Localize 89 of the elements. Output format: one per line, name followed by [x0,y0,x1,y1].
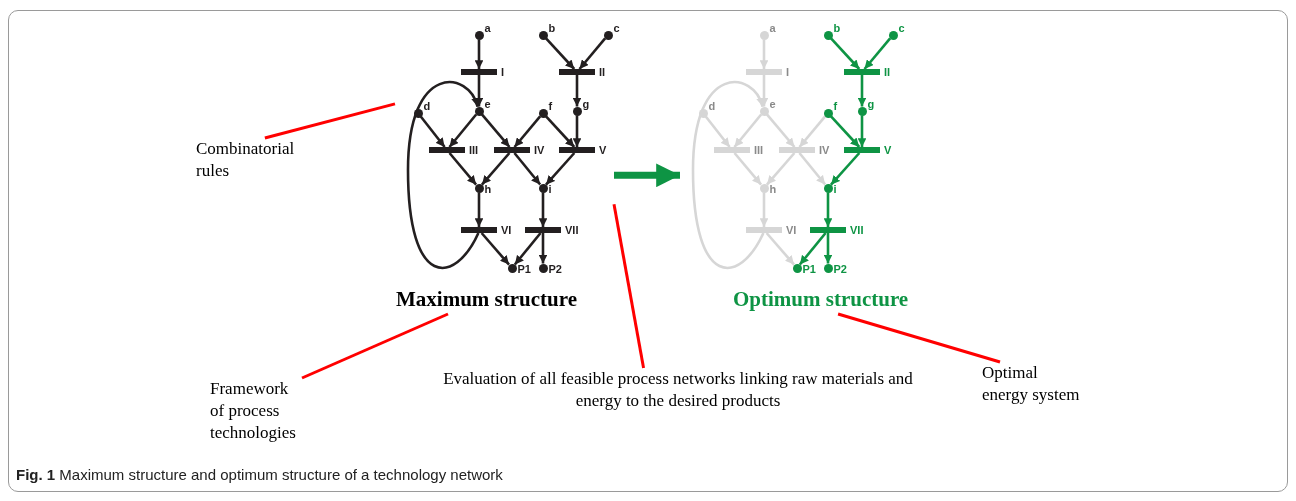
figure-caption: Fig. 1 Maximum structure and optimum structure of a technology network [16,466,503,484]
node-label: f [548,99,553,112]
node-label: VII [565,224,579,236]
arrow [480,152,511,186]
leader-line [301,312,449,380]
arrow [406,81,480,270]
node-label: V [599,144,607,156]
node-label: III [754,144,764,156]
node-label: h [484,182,492,195]
arrow [545,152,576,186]
node-label: P1 [802,262,816,275]
arrow [857,115,867,147]
node-label: a [769,21,776,34]
arrow [545,37,576,70]
leader-line [612,203,646,369]
arrow [691,81,765,270]
node-label: P1 [517,262,531,275]
arrow [798,115,827,148]
callout-text: Framework of process technologies [210,378,302,444]
arrow [448,152,478,186]
leader-line [264,102,396,140]
material-dot [538,183,548,193]
arrow [538,192,548,227]
arrow [798,232,827,266]
node-label: b [548,21,556,34]
arrow [578,37,607,70]
node-label: II [599,66,606,78]
node-label: I [786,66,790,78]
node-label: e [769,97,776,110]
node-label: g [867,97,875,110]
leader-line [837,312,1001,364]
node-label: i [548,182,552,195]
arrow [823,233,833,264]
arrow [513,152,542,186]
node-label: g [582,97,590,110]
node-label: c [898,21,905,34]
arrow [765,152,796,186]
node-label: IV [534,144,545,156]
arrow [823,192,833,227]
node-label: P2 [833,262,847,275]
node-label: IV [819,144,830,156]
structure-caption: Optimum structure [733,287,909,311]
material-dot [823,183,833,193]
node-label: V [884,144,892,156]
structure-caption: Maximum structure [396,287,577,311]
arrow [572,115,582,147]
node-label: P2 [548,262,562,275]
arrow [545,115,576,148]
arrow [765,232,796,266]
arrow [480,232,511,266]
node-label: I [501,66,505,78]
arrow [759,39,769,69]
arrow [830,152,861,186]
node-label: III [469,144,479,156]
node-label: c [613,21,620,34]
node-label: a [484,21,491,34]
node-label: VI [786,224,797,236]
node-label: f [833,99,838,112]
node-label: e [484,97,491,110]
arrow [759,192,769,227]
arrow [733,152,763,186]
node-label: VI [501,224,512,236]
arrow [538,233,548,264]
callout-text: Optimal energy system [982,362,1082,406]
arrow [474,39,484,69]
arrow [480,113,511,148]
node-label: b [833,21,841,34]
callout-text: Evaluation of all feasible process networks linking raw materials and energy to the desired products [432,368,924,412]
node-label: VII [850,224,864,236]
callout-text: Combinatorial rules [196,138,326,182]
arrow [448,113,478,148]
arrow [513,232,542,266]
arrow [419,115,446,148]
arrow [513,115,542,148]
arrow [857,75,867,107]
arrow [798,152,827,186]
arrow [704,115,731,148]
node-label: d [423,99,431,112]
arrow [830,37,861,70]
node-label: i [833,182,837,195]
arrow [474,192,484,227]
arrow [765,113,796,148]
node-label: II [884,66,891,78]
node-label: d [708,99,716,112]
node-label: h [769,182,777,195]
arrow [830,115,861,148]
arrow [572,75,582,107]
arrow [863,37,892,70]
arrow [733,113,763,148]
